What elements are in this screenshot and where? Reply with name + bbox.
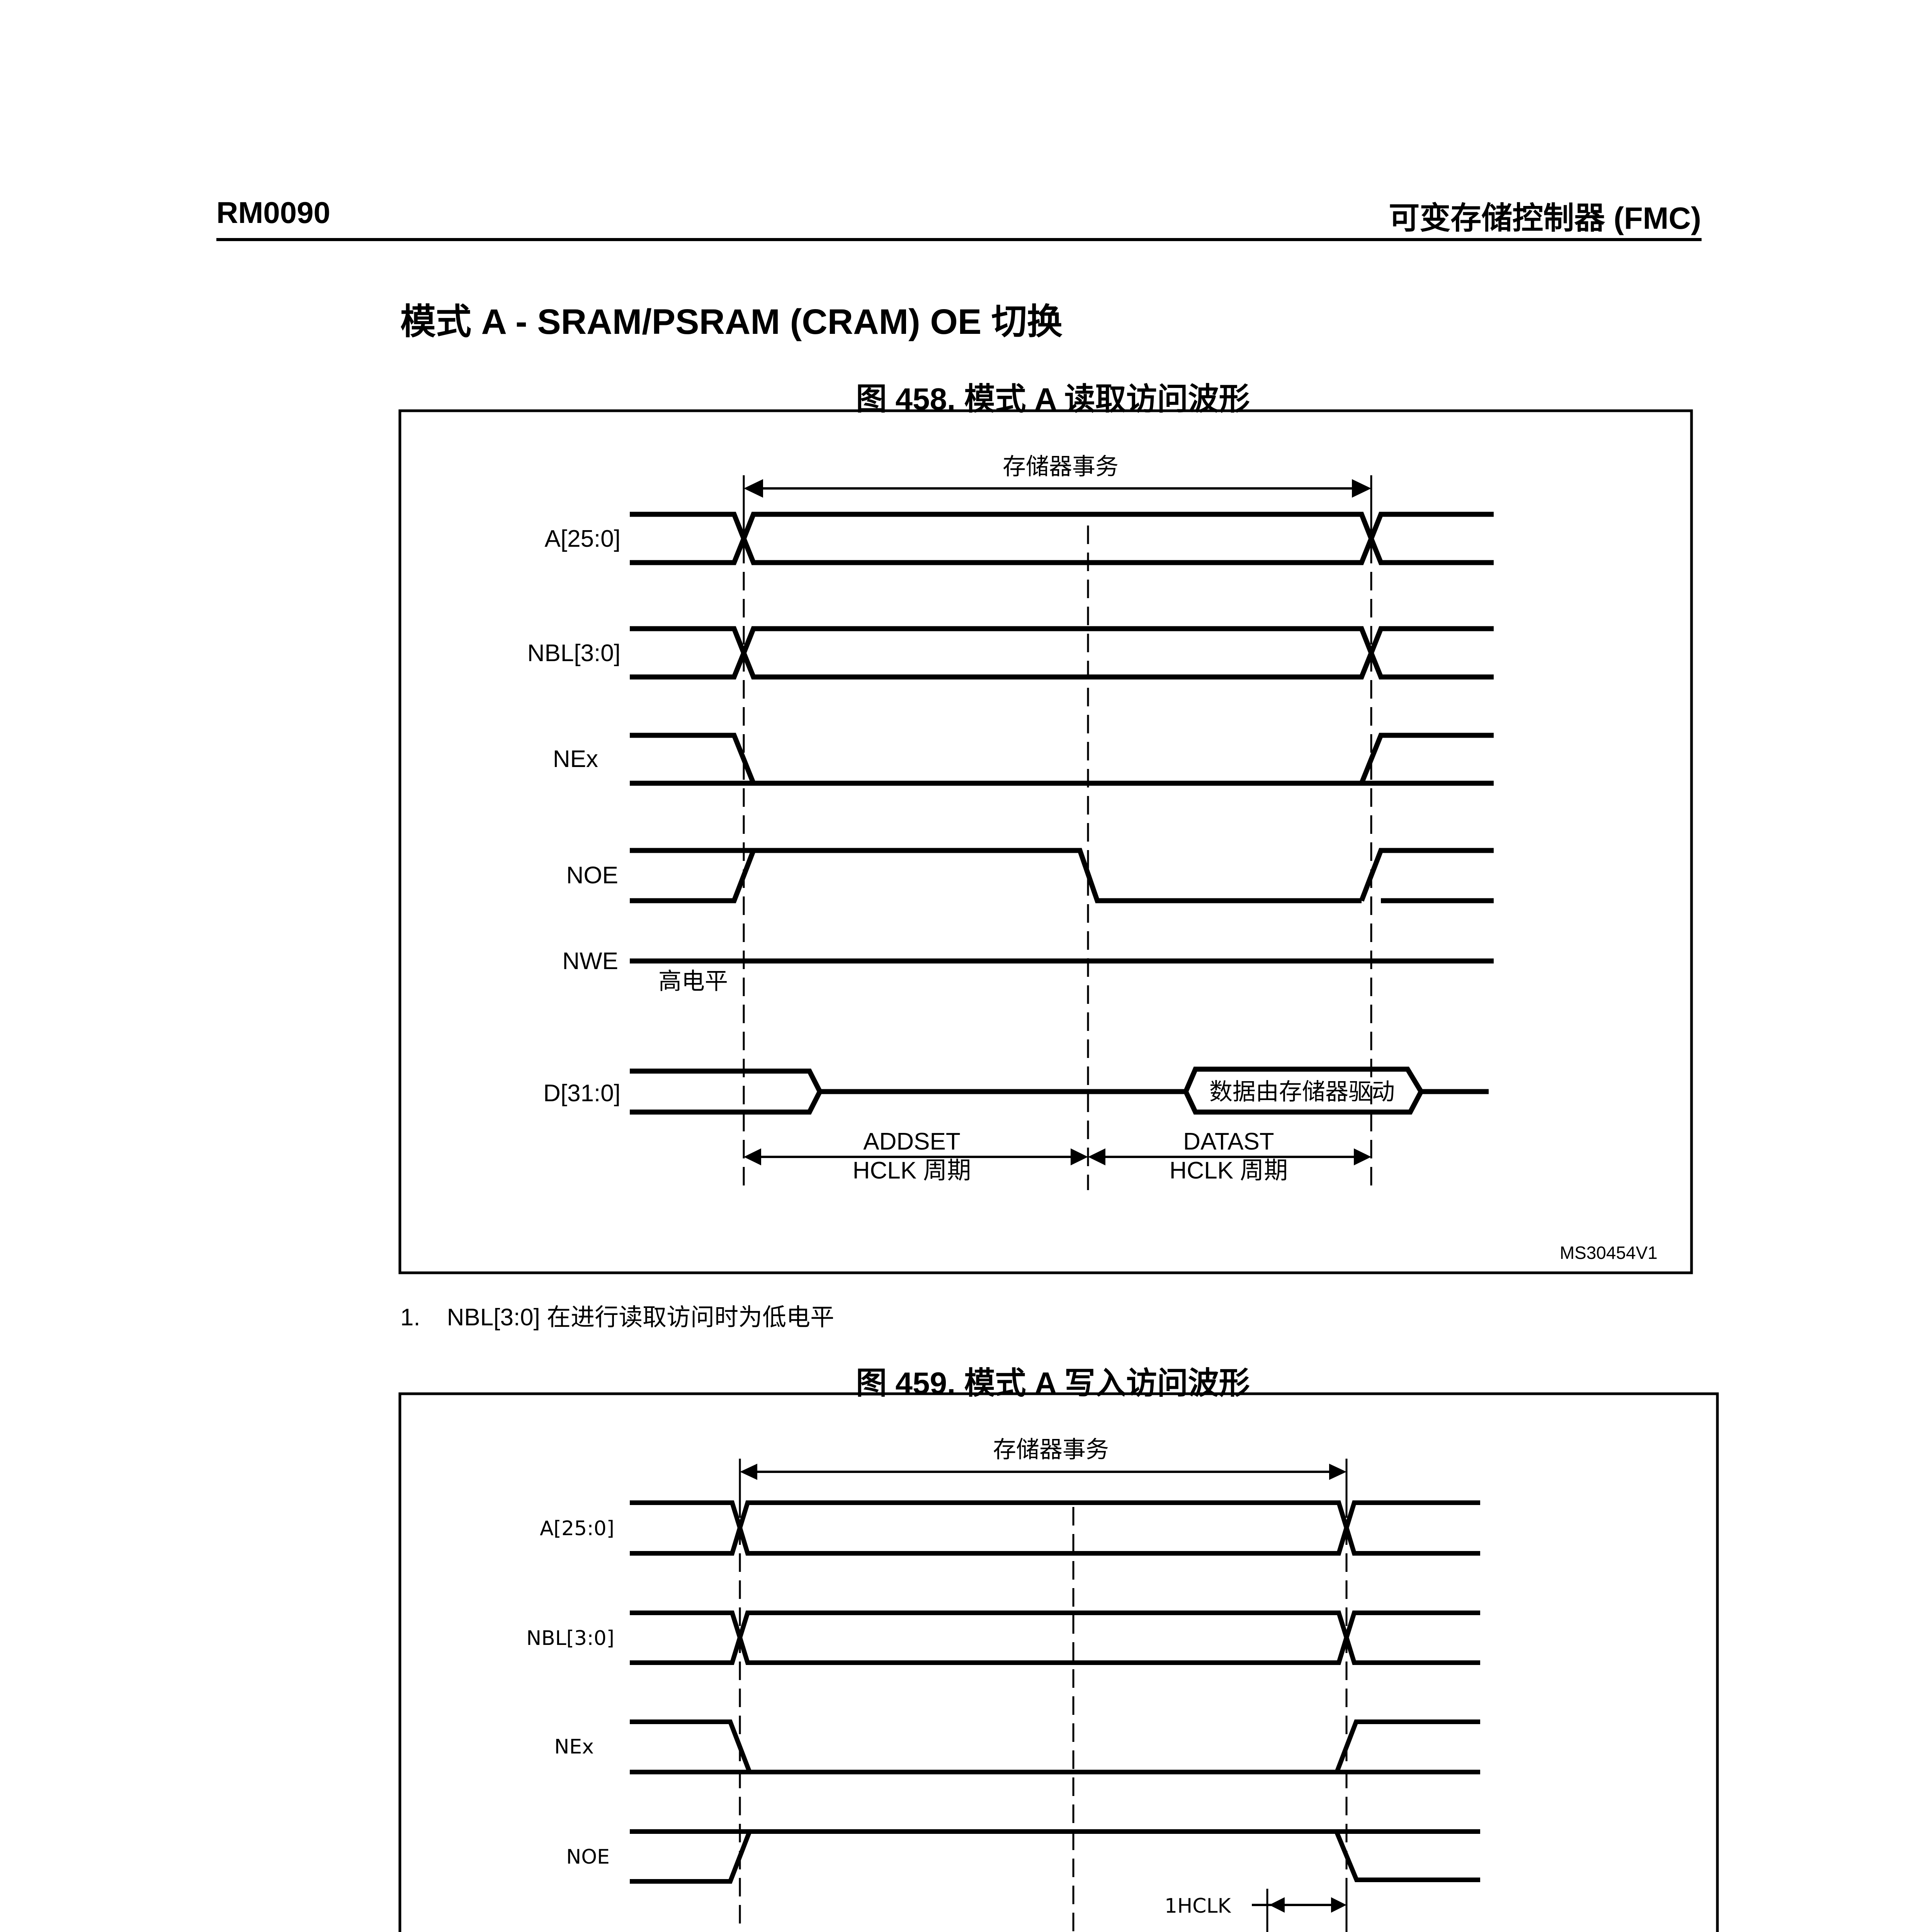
figure-458-frame bbox=[398, 409, 1693, 1274]
addset-arrow-right-icon bbox=[1071, 1148, 1088, 1165]
signal-label-output-enable: NOE bbox=[566, 862, 618, 889]
figure-458-footnote: 1. NBL[3:0] 在进行读取访问时为低电平 bbox=[400, 1298, 834, 1332]
nwe-high-level-note: 高电平 bbox=[658, 968, 728, 995]
signal-label-address: A[25:0] bbox=[545, 526, 621, 552]
addset-arrow-left-icon bbox=[744, 1148, 761, 1165]
arrow-left-icon bbox=[744, 479, 763, 498]
arrow-right-icon bbox=[1352, 479, 1371, 498]
hclk-arrow-left-icon bbox=[1269, 1897, 1285, 1913]
hclk-arrow-right-icon bbox=[1331, 1897, 1346, 1913]
chapter-title: 可变存储控制器 (FMC) bbox=[1389, 201, 1701, 235]
header-divider bbox=[216, 238, 1702, 241]
data-driven-by-memory-label: 数据由存储器驱动 bbox=[1209, 1078, 1395, 1105]
transaction-label: 存储器事务 bbox=[1003, 453, 1119, 480]
signal-label-write-enable: NWE bbox=[564, 1929, 611, 1932]
figure-459-frame bbox=[398, 1392, 1719, 1932]
signal-label-data-bus: D[31:0] bbox=[543, 1080, 621, 1107]
datast-arrow-right-icon bbox=[1354, 1148, 1371, 1165]
figure-458-code: MS30454V1 bbox=[1560, 1243, 1658, 1263]
transaction-label: 存储器事务 bbox=[993, 1436, 1109, 1463]
datast-unit: HCLK 周期 bbox=[1170, 1157, 1288, 1184]
signal-label-byte-lane: NBL[3:0] bbox=[526, 1627, 614, 1650]
datast-arrow-left-icon bbox=[1088, 1148, 1105, 1165]
footnote-text: NBL[3:0] 在进行读取访问时为低电平 bbox=[447, 1304, 835, 1331]
footnote-number: 1. bbox=[400, 1304, 420, 1331]
arrow-left-icon bbox=[740, 1464, 757, 1480]
addset-label: ADDSET bbox=[863, 1128, 960, 1155]
signal-label-output-enable: NOE bbox=[566, 1845, 610, 1869]
signal-label-address: A[25:0] bbox=[540, 1517, 614, 1540]
signal-label-chip-enable: NEx bbox=[553, 746, 598, 772]
signal-label-chip-enable: NEx bbox=[554, 1735, 594, 1759]
datast-label: DATAST bbox=[1183, 1128, 1274, 1155]
section-title: 模式 A - SRAM/PSRAM (CRAM) OE 切换 bbox=[400, 302, 1063, 342]
one-hclk-label: 1HCLK bbox=[1165, 1895, 1231, 1918]
document-code: RM0090 bbox=[216, 196, 330, 230]
addset-unit: HCLK 周期 bbox=[853, 1157, 971, 1184]
arrow-right-icon bbox=[1329, 1464, 1346, 1480]
signal-label-write-enable: NWE bbox=[562, 948, 618, 975]
signal-label-byte-lane: NBL[3:0] bbox=[527, 640, 621, 667]
